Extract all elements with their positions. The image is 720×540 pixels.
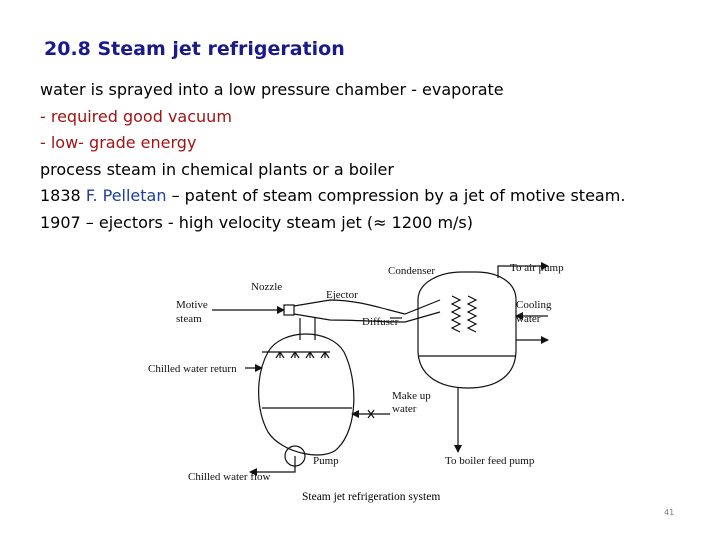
flash-chamber bbox=[258, 333, 355, 456]
label-condenser: Condenser bbox=[388, 265, 435, 277]
ejector-body-lower bbox=[293, 311, 441, 323]
label-cooling-2: water bbox=[516, 313, 541, 325]
label-motive-2: steam bbox=[176, 313, 202, 325]
slide-title: 20.8 Steam jet refrigeration bbox=[44, 38, 345, 60]
slide-body: water is sprayed into a low pressure cha… bbox=[40, 77, 710, 236]
makeup-valve bbox=[367, 409, 375, 419]
inventor-name: F. Pelletan bbox=[85, 186, 167, 205]
label-boiler-feed: To boiler feed pump bbox=[445, 455, 535, 467]
label-makeup-2: water bbox=[392, 403, 417, 415]
label-makeup-1: Make up bbox=[392, 390, 431, 402]
label-nozzle: Nozzle bbox=[251, 281, 282, 293]
body-line-1: water is sprayed into a low pressure cha… bbox=[40, 80, 504, 99]
label-motive-1: Motive bbox=[176, 299, 208, 311]
body-line-3: - low- grade energy bbox=[40, 133, 197, 152]
label-pump: Pump bbox=[313, 455, 339, 467]
body-line-2: - required good vacuum bbox=[40, 106, 232, 126]
condenser-vessel bbox=[417, 271, 517, 389]
air-pump-pipe bbox=[497, 262, 549, 278]
page-number: 41 bbox=[664, 508, 675, 517]
chilled-water-flow-pipe bbox=[249, 466, 296, 476]
label-diffuser: Diffuser bbox=[362, 316, 399, 328]
label-cooling-1: Cooling bbox=[516, 299, 552, 311]
body-line-5: 1838 F. Pelletan – patent of steam compr… bbox=[40, 186, 626, 205]
cooling-coil bbox=[450, 295, 462, 333]
diagram-caption: Steam jet refrigeration system bbox=[302, 491, 440, 503]
body-line-6: 1907 – ejectors - high velocity steam je… bbox=[40, 212, 473, 232]
cooling-coil-right bbox=[466, 295, 478, 333]
label-to-air-pump: To air pump bbox=[510, 262, 564, 274]
label-ejector: Ejector bbox=[326, 289, 358, 301]
label-chilled-return: Chilled water return bbox=[148, 363, 237, 375]
spray-nozzles bbox=[275, 351, 330, 359]
nozzle bbox=[283, 304, 295, 316]
label-chilled-flow: Chilled water flow bbox=[188, 471, 271, 483]
body-line-4: process steam in chemical plants or a bo… bbox=[40, 159, 394, 179]
ejector-body bbox=[293, 299, 441, 315]
